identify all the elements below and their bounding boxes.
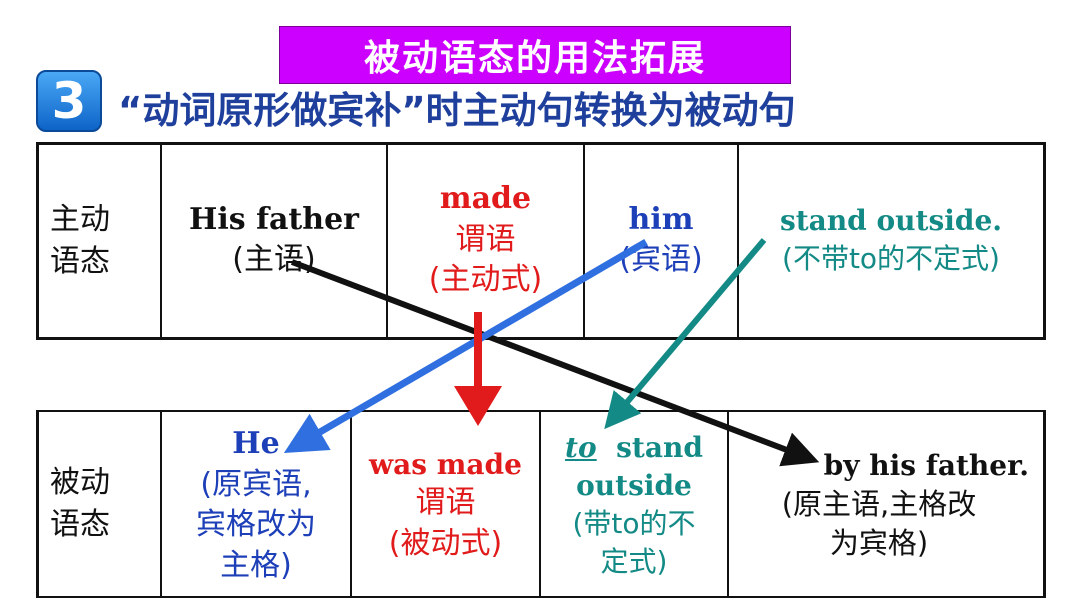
stand-word: stand xyxy=(616,431,703,465)
table-border xyxy=(539,410,541,598)
passive-subject-zh: (原宾语, xyxy=(200,466,312,502)
label-line: 被动 xyxy=(50,465,110,500)
to-word: to xyxy=(565,431,597,465)
passive-agent-en: by his father. xyxy=(823,448,1029,482)
passive-complement-zh: (带to的不 xyxy=(572,507,696,540)
label-line: 主动 xyxy=(50,202,110,237)
active-complement-zh: (不带to的不定式) xyxy=(782,242,1000,275)
passive-subject-zh: 宾格改为 xyxy=(196,507,316,542)
passive-subject-en: He xyxy=(232,426,280,461)
passive-complement-cell: to stand outside (带to的不 定式) xyxy=(541,416,727,594)
table-border xyxy=(160,410,162,598)
active-verb-zh: 谓语 xyxy=(455,221,516,257)
active-object-zh: (宾语) xyxy=(619,242,703,277)
passive-voice-label: 被动 语态 xyxy=(36,412,160,596)
passive-verb-en: was made xyxy=(369,447,522,481)
active-object-cell: him (宾语) xyxy=(585,190,737,290)
slide-title: 被动语态的用法拓展 xyxy=(363,38,706,79)
table-border xyxy=(160,142,162,340)
passive-agent-cell: by his father. (原主语,主格改 为宾格) xyxy=(729,430,1043,580)
active-complement-cell: stand outside. (不带to的不定式) xyxy=(739,190,1043,290)
table-border xyxy=(727,410,729,598)
table-border xyxy=(1043,410,1046,598)
active-verb-form: (主动式) xyxy=(428,262,543,298)
active-object-en: him xyxy=(628,201,694,237)
table-border xyxy=(36,410,1046,412)
label-line: 语态 xyxy=(50,507,110,542)
passive-agent-zh: (原主语,主格改 xyxy=(781,486,977,521)
active-complement-en: stand outside. xyxy=(779,204,1003,238)
label-line: 语态 xyxy=(50,244,110,279)
passive-complement-en-line2: outside xyxy=(576,469,692,503)
section-number-badge: 3 xyxy=(36,70,102,132)
table-border xyxy=(36,142,39,340)
active-subject-en: His father xyxy=(189,201,359,237)
active-verb-en: made xyxy=(439,181,532,217)
passive-verb-zh: 谓语 xyxy=(415,485,476,521)
table-border xyxy=(1043,142,1046,340)
passive-subject-cell: He (原宾语, 宾格改为 主格) xyxy=(162,416,350,594)
passive-agent-zh: 为宾格) xyxy=(829,525,929,560)
section-number: 3 xyxy=(51,72,87,130)
passive-verb-form: (被动式) xyxy=(388,525,503,561)
table-border xyxy=(36,142,1046,145)
slide-title-banner: 被动语态的用法拓展 xyxy=(279,26,791,84)
passive-complement-en-line1: to stand xyxy=(565,429,703,467)
table-border xyxy=(36,337,1046,340)
section-subtitle: “动词原形做宾补”时主动句转换为被动句 xyxy=(118,89,796,132)
table-border xyxy=(36,410,39,598)
active-voice-label: 主动 语态 xyxy=(36,145,160,337)
active-verb-cell: made 谓语 (主动式) xyxy=(388,170,583,310)
table-border xyxy=(350,410,352,598)
active-subject-cell: His father (主语) xyxy=(162,190,386,290)
active-subject-zh: (主语) xyxy=(232,242,316,277)
passive-subject-zh: 主格) xyxy=(220,547,292,583)
passive-complement-zh: 定式) xyxy=(600,544,668,578)
passive-verb-cell: was made 谓语 (被动式) xyxy=(352,430,539,580)
table-border xyxy=(36,596,1046,598)
